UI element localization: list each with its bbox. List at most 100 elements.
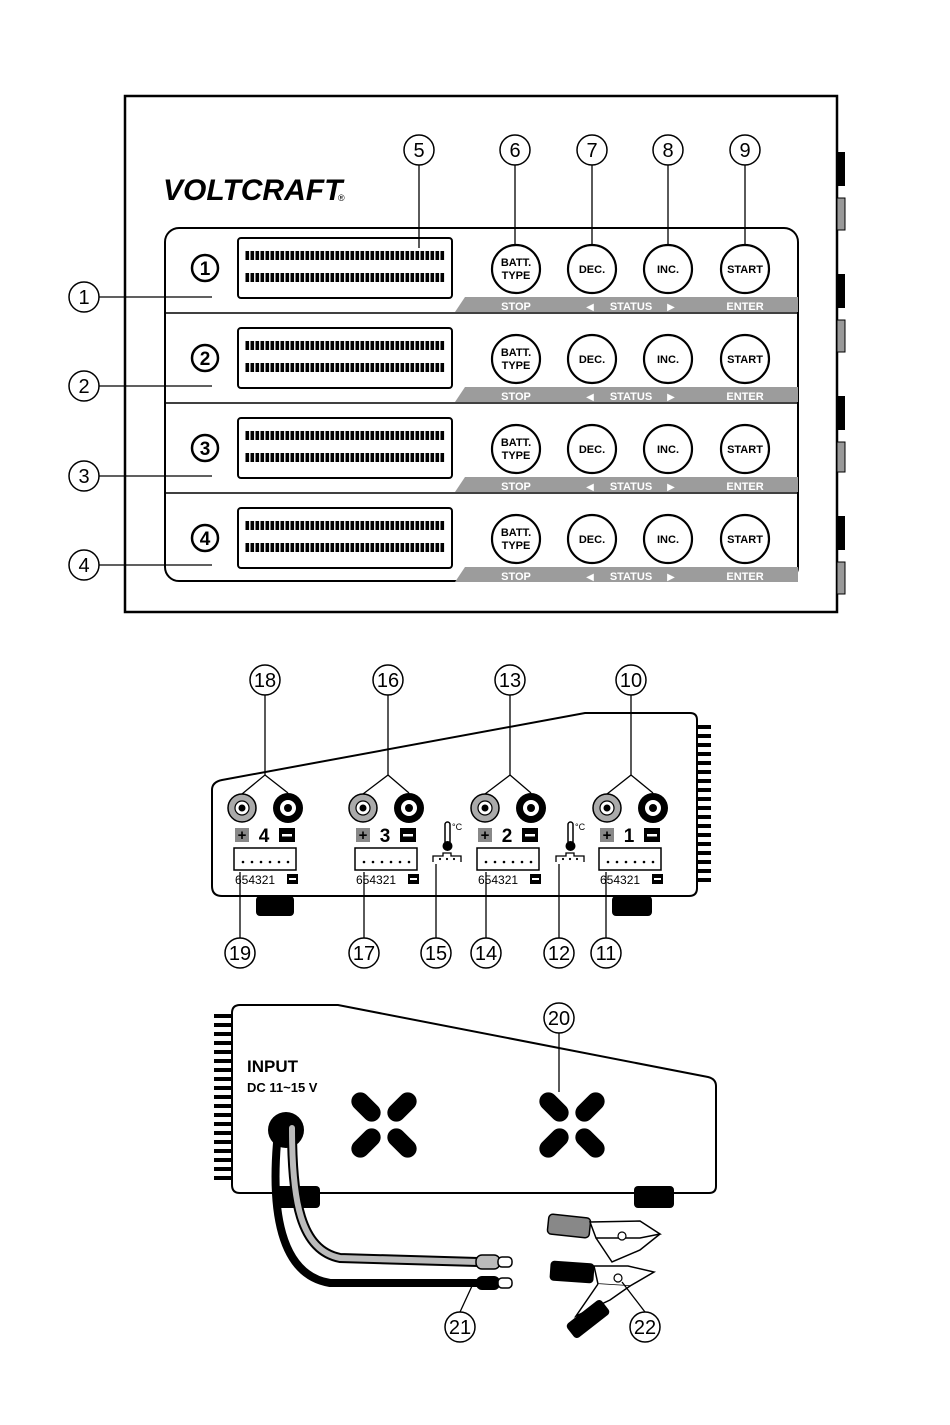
lcd-line-2	[245, 273, 445, 282]
temp-unit: °C	[575, 822, 586, 832]
callout-12: 12	[543, 864, 575, 969]
lcd-line-1	[245, 251, 445, 260]
button-label: DEC.	[579, 354, 605, 366]
callout-2: 2	[68, 370, 212, 402]
left-arrow-icon: ◀	[586, 482, 594, 493]
balancer-pins: 654321	[356, 873, 396, 887]
button-label: START	[727, 444, 763, 456]
svg-text:6: 6	[509, 140, 520, 162]
label-strip	[455, 297, 798, 312]
callout-11: 11	[590, 872, 622, 969]
channel-badge	[190, 253, 220, 283]
balancer-pins: 654321	[478, 873, 518, 887]
right-arrow-icon: ▶	[667, 482, 675, 493]
lcd-line-1	[245, 341, 445, 350]
button-dec-3[interactable]: DEC.	[566, 423, 618, 475]
alligator-clamp-black	[549, 1260, 657, 1339]
button-batt-4[interactable]: BATT.TYPE	[490, 513, 542, 565]
enter-label: ENTER	[726, 571, 763, 583]
plus-sign: +	[481, 827, 490, 844]
svg-text:5: 5	[413, 140, 424, 162]
channel-digit: 1	[200, 259, 211, 280]
balancer-pins: 654321	[235, 873, 275, 887]
button-label: TYPE	[502, 270, 531, 282]
callout-3: 3	[68, 460, 212, 492]
button-label: START	[727, 264, 763, 276]
channel-badge	[190, 343, 220, 373]
callout-6: 6	[499, 134, 531, 246]
button-start-2[interactable]: START	[719, 333, 771, 385]
label-strip	[455, 567, 798, 582]
callout-10: 10	[606, 664, 654, 795]
button-dec-1[interactable]: DEC.	[566, 243, 618, 295]
temp-unit: °C	[452, 822, 463, 832]
button-inc-1[interactable]: INC.	[642, 243, 694, 295]
rear-panel: INPUT DC 11~15 V	[214, 1004, 717, 1339]
button-inc-3[interactable]: INC.	[642, 423, 694, 475]
svg-text:3: 3	[78, 466, 89, 488]
lcd-line-2	[245, 363, 445, 372]
svg-text:12: 12	[548, 943, 570, 965]
stop-label: STOP	[501, 481, 531, 493]
stop-label: STOP	[501, 391, 531, 403]
button-inc-2[interactable]: INC.	[642, 333, 694, 385]
housing-side-tabs	[836, 152, 846, 595]
banana-plug-red	[475, 1254, 513, 1270]
lcd-line-2	[245, 543, 445, 552]
enter-label: ENTER	[726, 301, 763, 313]
button-dec-2[interactable]: DEC.	[566, 333, 618, 385]
button-batt-3[interactable]: BATT.TYPE	[490, 423, 542, 475]
plus-badge	[478, 828, 492, 842]
callout-14: 14	[470, 872, 502, 969]
button-dec-4[interactable]: DEC.	[566, 513, 618, 565]
button-start-4[interactable]: START	[719, 513, 771, 565]
registered-mark: ®	[338, 193, 345, 203]
button-label: INC.	[657, 354, 679, 366]
alligator-clamp-red	[546, 1213, 662, 1263]
left-arrow-icon: ◀	[586, 302, 594, 313]
svg-text:13: 13	[499, 670, 521, 692]
svg-text:8: 8	[662, 140, 673, 162]
svg-text:9: 9	[739, 140, 750, 162]
svg-text:1: 1	[78, 287, 89, 309]
button-label: DEC.	[579, 444, 605, 456]
button-label: START	[727, 354, 763, 366]
channel-badge	[190, 523, 220, 553]
left-arrow-icon: ◀	[586, 572, 594, 583]
balancer-socket	[476, 847, 540, 871]
callout-7: 7	[576, 134, 608, 246]
callout-18: 18	[241, 664, 289, 795]
enter-label: ENTER	[726, 391, 763, 403]
callout-8: 8	[652, 134, 684, 246]
button-inc-4[interactable]: INC.	[642, 513, 694, 565]
button-start-3[interactable]: START	[719, 423, 771, 475]
status-label: STATUS	[610, 571, 652, 583]
port-number: 1	[624, 826, 635, 847]
lcd-display	[237, 237, 453, 299]
button-label: INC.	[657, 534, 679, 546]
button-batt-1[interactable]: BATT.TYPE	[490, 243, 542, 295]
button-label: INC.	[657, 444, 679, 456]
button-start-1[interactable]: START	[719, 243, 771, 295]
callout-4: 4	[68, 549, 212, 581]
input-spec: DC 11~15 V	[247, 1080, 318, 1095]
button-batt-2[interactable]: BATT.TYPE	[490, 333, 542, 385]
callout-19: 19	[224, 872, 256, 969]
svg-text:10: 10	[620, 670, 642, 692]
status-label: STATUS	[610, 301, 652, 313]
button-label: DEC.	[579, 534, 605, 546]
temp-sensor-port: °C	[555, 821, 586, 862]
rear-heat-sink-fins	[214, 1014, 232, 1180]
plus-sign: +	[603, 827, 612, 844]
button-label: INC.	[657, 264, 679, 276]
right-arrow-icon: ▶	[667, 302, 675, 313]
input-title: INPUT	[247, 1057, 299, 1076]
